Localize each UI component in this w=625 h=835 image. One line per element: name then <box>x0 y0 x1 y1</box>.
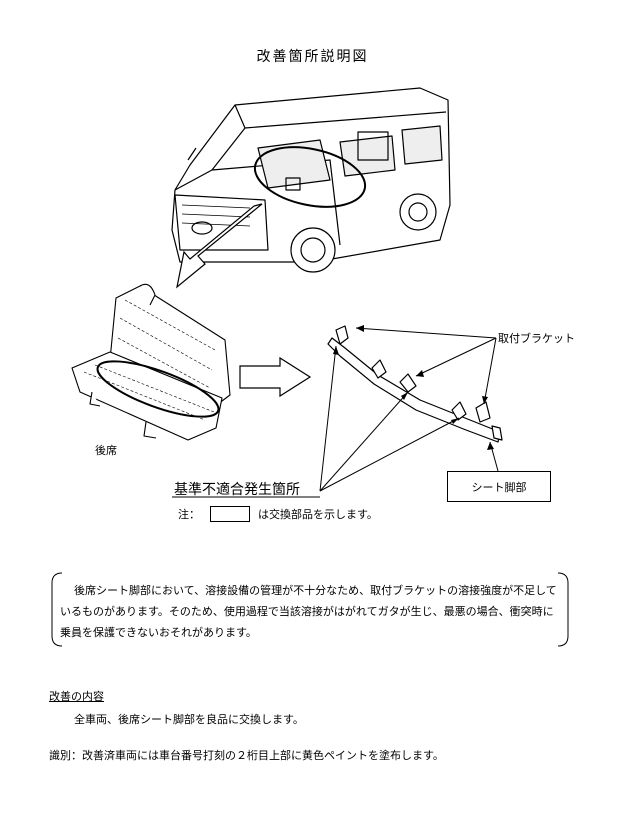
leader-arrowheads <box>333 325 494 450</box>
improvement-body: 全車両、後席シート脚部を良品に交換します。 <box>74 713 304 726</box>
rear-seat-illustration <box>71 283 231 441</box>
seat-leg-part <box>327 325 503 443</box>
van-highlight-ellipse <box>253 146 367 208</box>
rear-seat-label: 後席 <box>95 444 117 457</box>
identification-text: 識別：改善済車両には車台番号打刻の２桁目上部に黄色ペイントを塗布します。 <box>49 749 444 762</box>
defect-notice: 後席シート脚部において、溶接設備の管理が不十分なため、取付ブラケットの溶接強度が… <box>60 580 560 643</box>
arrow-van-to-seat <box>176 203 263 289</box>
leader-lines <box>172 327 499 498</box>
improvement-heading: 改善の内容 <box>49 690 104 703</box>
legend-note: 注： は交換部品を示します。 <box>178 506 378 522</box>
note-suffix: は交換部品を示します。 <box>258 508 378 521</box>
arrow-seat-to-part <box>239 356 312 398</box>
seat-leg-label: シート脚部 <box>447 471 551 502</box>
replacement-part-legend-box <box>210 506 250 522</box>
page-title: 改善箇所説明図 <box>256 49 369 65</box>
van-illustration <box>171 87 451 273</box>
mounting-bracket-label: 取付ブラケット <box>498 332 575 345</box>
notice-bracket <box>51 572 569 647</box>
notice-text: 後席シート脚部において、溶接設備の管理が不十分なため、取付ブラケットの溶接強度が… <box>60 584 557 639</box>
seat-highlight-ellipse <box>96 360 220 418</box>
note-prefix: 注： <box>178 508 200 521</box>
nonconformity-location-label: 基準不適合発生箇所 <box>174 482 300 498</box>
